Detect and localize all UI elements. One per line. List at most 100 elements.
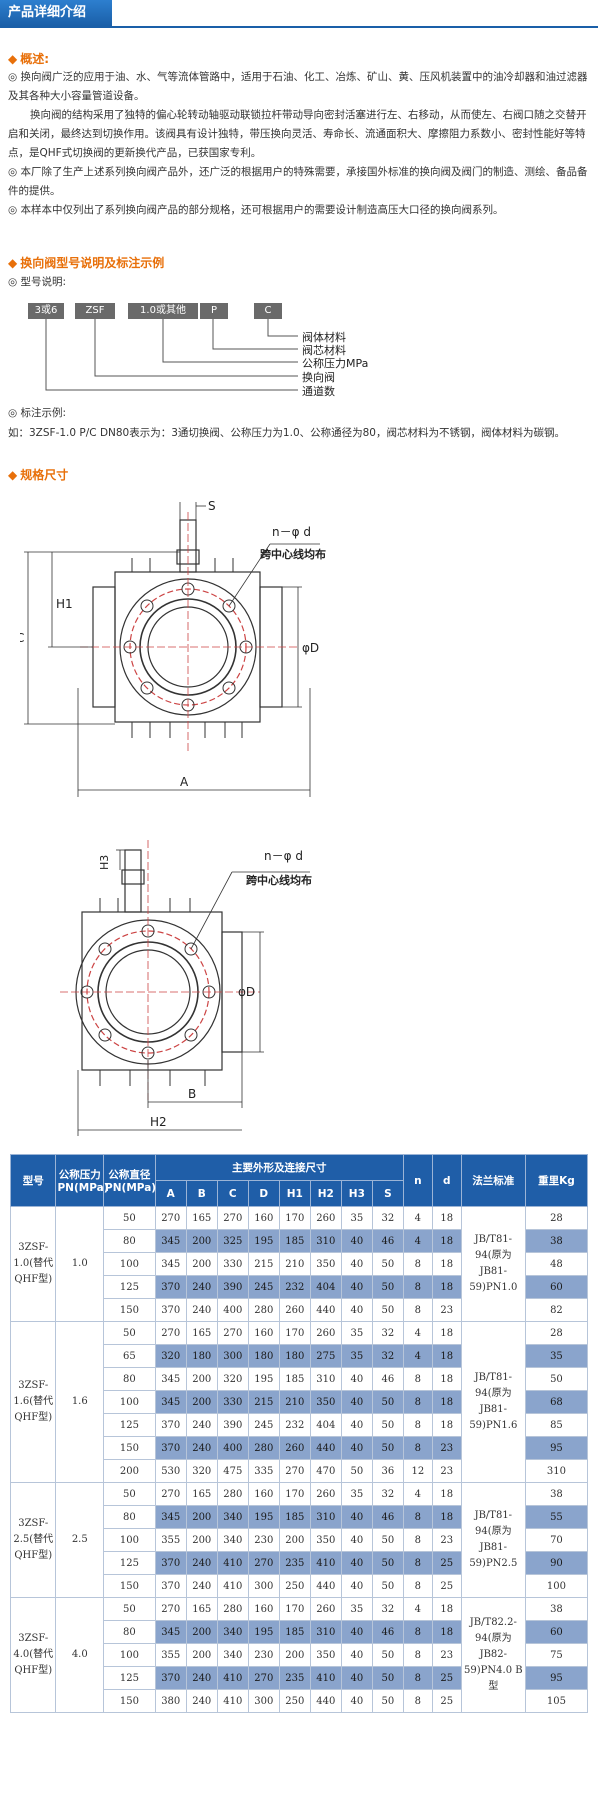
cell-value: 230	[247, 1643, 280, 1667]
cell-model: 3ZSF-1.0(替代QHF型)	[9, 1206, 57, 1322]
cell-value: 8	[402, 1528, 433, 1552]
cell-value: 8	[402, 1390, 433, 1414]
cell-value: 125	[103, 1275, 156, 1299]
model-box-type: ZSF	[75, 303, 115, 319]
overview-para-4: ◎ 本样本中仅列出了系列换向阀产品的部分规格，还可根据用户的需要设计制造高压大口…	[8, 204, 504, 216]
cell-value: 410	[216, 1574, 249, 1598]
diamond-icon: ◆	[8, 52, 18, 66]
cell-value: 46	[371, 1505, 404, 1529]
cell-value: 8	[402, 1574, 433, 1598]
cell-value: 350	[309, 1528, 342, 1552]
cell-value: 50	[371, 1574, 404, 1598]
th-model: 型号	[9, 1154, 57, 1207]
cell-value: 355	[154, 1528, 187, 1552]
tab-bar: 产品详细介绍	[0, 0, 598, 28]
cell-value: 330	[216, 1390, 249, 1414]
cell-value: 50	[371, 1436, 404, 1460]
cell-value: 46	[371, 1229, 404, 1253]
cell-value: 165	[185, 1597, 218, 1621]
cell-value: 8	[402, 1275, 433, 1299]
model-desc-label: ◎ 型号说明:	[8, 276, 67, 288]
cell-value: 270	[154, 1482, 187, 1506]
cell-value: 370	[154, 1436, 187, 1460]
cell-value: 350	[309, 1643, 342, 1667]
cell-value: 210	[278, 1390, 311, 1414]
cell-value: 40	[340, 1666, 373, 1690]
cell-value: 270	[154, 1206, 187, 1230]
cell-value: 380	[154, 1689, 187, 1713]
cell-value: 400	[216, 1436, 249, 1460]
cell-pressure: 4.0	[55, 1597, 105, 1713]
th-dim-s: S	[371, 1180, 404, 1207]
cell-value: 170	[278, 1597, 311, 1621]
cell-value: 8	[402, 1413, 433, 1437]
cell-value: 232	[278, 1275, 311, 1299]
cell-value: 125	[103, 1666, 156, 1690]
dim-distribution: 跨中心线均布	[260, 547, 326, 561]
cell-value: 200	[185, 1643, 218, 1667]
cell-value: 170	[278, 1206, 311, 1230]
cell-value: 160	[247, 1321, 280, 1345]
cell-value: 215	[247, 1390, 280, 1414]
th-flange: 法兰标准	[460, 1154, 526, 1207]
th-d: d	[431, 1154, 462, 1207]
cell-value: 18	[431, 1505, 462, 1529]
cell-value: 4	[402, 1597, 433, 1621]
cell-value: 310	[309, 1620, 342, 1644]
cell-value: 28	[524, 1321, 589, 1345]
cell-value: 345	[154, 1229, 187, 1253]
cell-value: 215	[247, 1252, 280, 1276]
cell-value: 4	[402, 1321, 433, 1345]
cell-value: 50	[103, 1482, 156, 1506]
cell-value: 280	[216, 1482, 249, 1506]
cell-value: 410	[309, 1666, 342, 1690]
dim-distribution-2: 跨中心线均布	[246, 873, 312, 887]
cell-value: 18	[431, 1367, 462, 1391]
cell-value: 340	[216, 1505, 249, 1529]
cell-value: 40	[340, 1390, 373, 1414]
cell-value: 8	[402, 1551, 433, 1575]
cell-value: 12	[402, 1459, 433, 1483]
cell-pressure: 2.5	[55, 1482, 105, 1598]
cell-value: 440	[309, 1436, 342, 1460]
cell-value: 280	[247, 1436, 280, 1460]
cell-value: 260	[309, 1597, 342, 1621]
cell-value: 18	[431, 1344, 462, 1368]
cell-value: 200	[185, 1528, 218, 1552]
cell-value: 260	[278, 1298, 311, 1322]
model-box-body: C	[254, 303, 282, 319]
cell-value: 8	[402, 1666, 433, 1690]
cell-value: 270	[216, 1321, 249, 1345]
th-dims: 主要外形及连接尺寸	[154, 1154, 404, 1181]
cell-value: 38	[524, 1229, 589, 1253]
cell-value: 200	[185, 1229, 218, 1253]
dim-nd: n－φ d	[272, 525, 311, 539]
cell-value: 250	[278, 1689, 311, 1713]
cell-value: 345	[154, 1505, 187, 1529]
cell-value: 100	[103, 1252, 156, 1276]
cell-value: 210	[278, 1252, 311, 1276]
dim-c: C	[20, 631, 24, 645]
cell-value: 310	[309, 1505, 342, 1529]
cell-value: 440	[309, 1298, 342, 1322]
cell-value: 50	[371, 1551, 404, 1575]
tab-product-details[interactable]: 产品详细介绍	[0, 0, 112, 26]
cell-value: 38	[524, 1482, 589, 1506]
cell-value: 200	[185, 1367, 218, 1391]
cell-value: 18	[431, 1413, 462, 1437]
cell-value: 50	[371, 1528, 404, 1552]
cell-value: 185	[278, 1367, 311, 1391]
cell-model: 3ZSF-4.0(替代QHF型)	[9, 1597, 57, 1713]
th-weight: 重里Kg	[524, 1154, 589, 1207]
cell-value: 18	[431, 1275, 462, 1299]
